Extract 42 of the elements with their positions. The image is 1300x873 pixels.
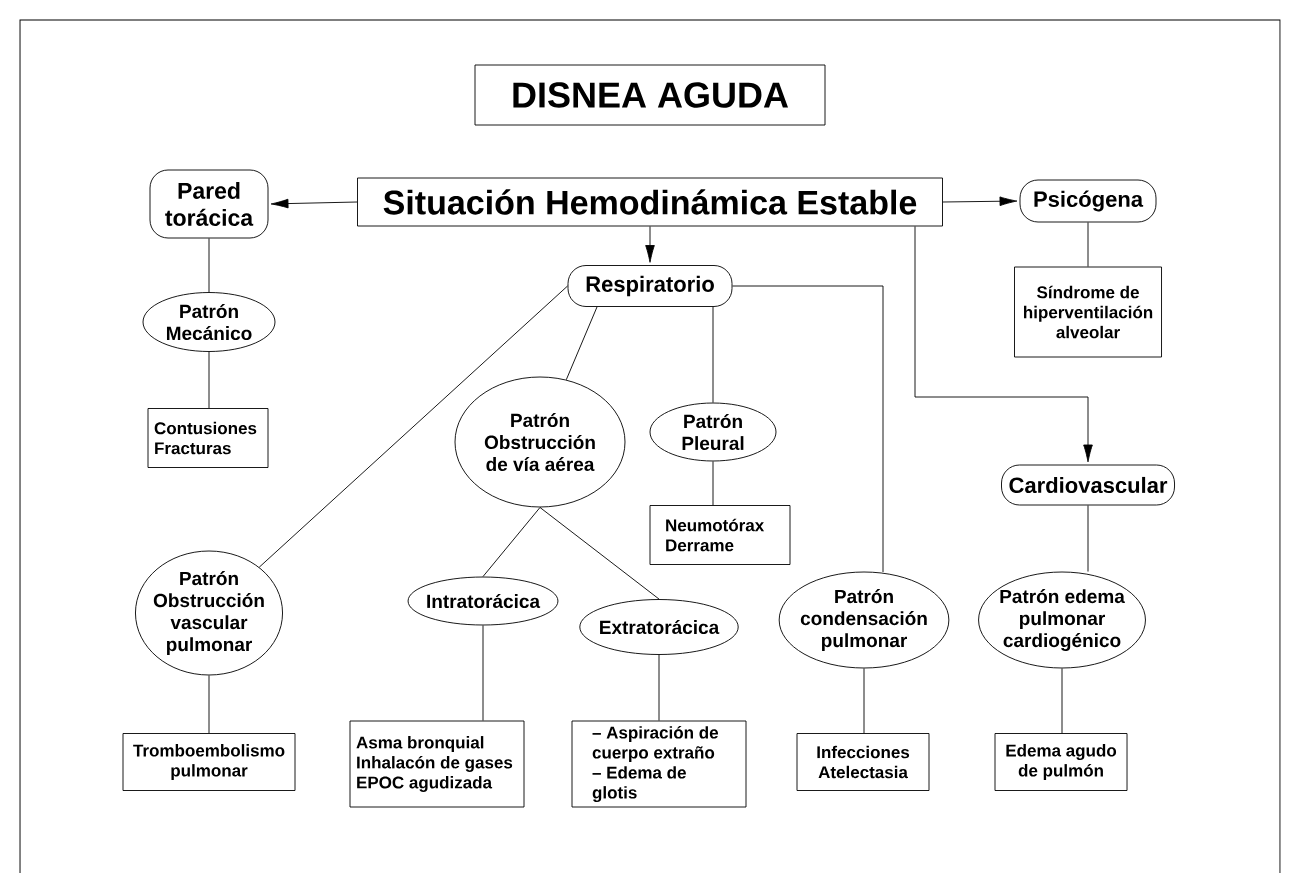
connector-line <box>258 285 568 568</box>
connector-line <box>1061 668 1063 734</box>
connector-line <box>863 668 865 734</box>
connector-line <box>208 675 210 734</box>
ellipse-node: Patrón edema pulmonar cardiogénico <box>978 571 1146 669</box>
ellipse-node: Patrón Pleural <box>649 402 777 462</box>
process-box: Edema agudo de pulmón <box>994 733 1128 791</box>
connector-line <box>539 507 660 600</box>
ellipse-node: Patrón Mecánico <box>142 292 276 352</box>
process-box: Tromboembolismo pulmonar <box>122 733 296 791</box>
arrow <box>942 196 1018 207</box>
process-box: Infecciones Atelectasia <box>796 733 930 791</box>
connector-line <box>565 306 598 381</box>
ellipse-node: Patrón Obstrucción de vía aérea <box>454 376 626 508</box>
process-box: Síndrome de hiperventilación alveolar <box>1014 266 1162 358</box>
rounded-box: Psicógena <box>1019 179 1157 223</box>
process-box: Asma bronquial Inhalacón de gases EPOC agudizada <box>349 720 525 808</box>
connector-line <box>712 306 714 403</box>
arrow <box>914 226 1093 463</box>
connector-line <box>712 461 714 506</box>
rounded-box: Respiratorio <box>567 265 733 307</box>
process-box: Neumotórax Derrame <box>649 505 791 565</box>
arrow <box>645 226 655 263</box>
ellipse-node: Patrón Obstrucción vascular pulmonar <box>135 550 283 676</box>
connector-line <box>208 238 210 293</box>
connector-line <box>1087 222 1089 267</box>
rounded-box: Pared torácica <box>149 169 269 239</box>
process-box: Contusiones Fracturas <box>147 408 269 468</box>
title-box: DISNEA AGUDA <box>474 64 826 126</box>
connector-line <box>732 285 884 573</box>
connector-line <box>482 507 541 577</box>
ellipse-node: Intratorácica <box>407 576 559 626</box>
connector-line <box>482 625 484 721</box>
arrow <box>270 198 358 209</box>
process-box: Situación Hemodinámica Estable <box>357 177 943 227</box>
process-box: – Aspiración de cuerpo extraño – Edema de glotis <box>571 720 747 808</box>
connector-line <box>208 351 210 409</box>
rounded-box: Cardiovascular <box>1001 464 1175 506</box>
ellipse-node: Extratorácica <box>579 599 739 655</box>
connector-line <box>1087 505 1089 572</box>
connector-line <box>658 654 660 721</box>
ellipse-node: Patrón condensación pulmonar <box>778 571 950 669</box>
